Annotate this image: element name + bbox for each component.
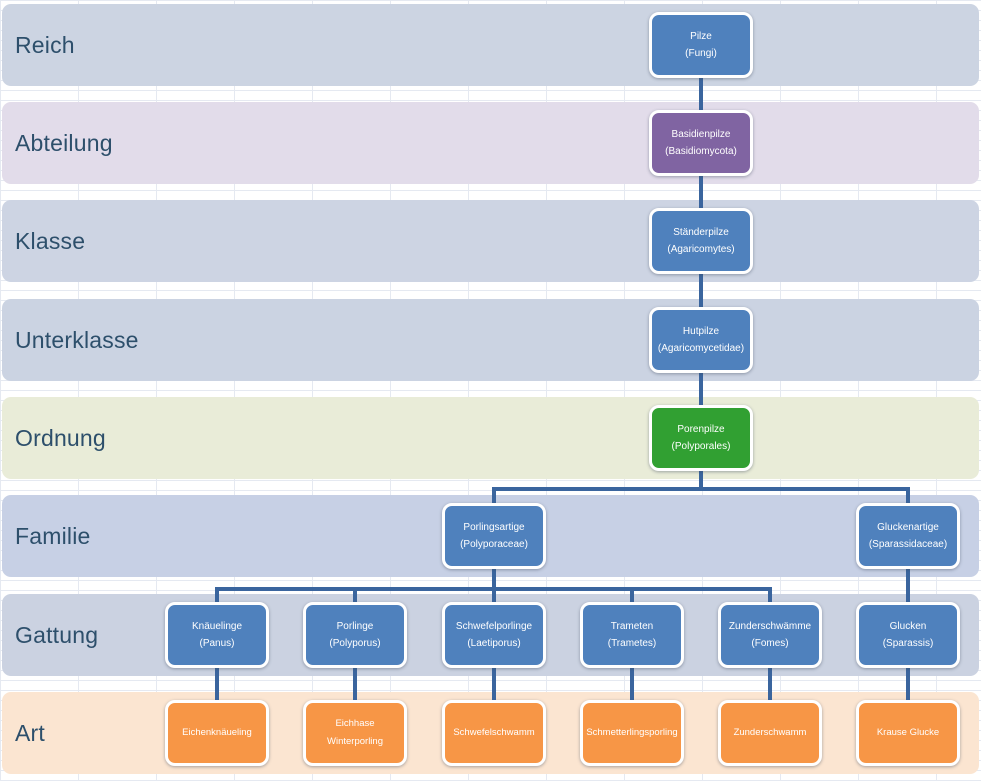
connector-to-zunderschwamm [768, 640, 772, 710]
node-knaeuelinge-label: Knäuelinge [191, 621, 243, 632]
band-label-klasse: Klasse [15, 227, 86, 254]
node-basidienpilze: Basidienpilze (Basidiomycota) [649, 110, 753, 176]
node-porlingsartige-sublabel: (Polyporaceae) [460, 539, 528, 550]
node-glucken: Glucken (Sparassis) [856, 602, 960, 668]
node-staenderpilze: Ständerpilze (Agaricomytes) [649, 208, 753, 274]
node-schwefelschwamm-label: Schwefelschwamm [453, 726, 535, 738]
connector-to-eichenknaeueling [215, 640, 219, 710]
node-porenpilze-sublabel: (Polyporales) [671, 441, 731, 452]
node-staenderpilze-sublabel: (Agaricomytes) [667, 244, 735, 255]
connector-gluckenartige-glucken [906, 540, 910, 614]
node-gluckenartige-label: Gluckenartige [877, 522, 939, 533]
node-schwefelporlinge: Schwefelporlinge (Laetiporus) [442, 602, 546, 668]
node-zunderschwaemme-sublabel: (Fomes) [751, 638, 789, 649]
band-label-ordnung: Ordnung [15, 424, 106, 451]
node-eichhase-label: Eichhase [335, 717, 375, 729]
node-trameten: Trameten (Trametes) [580, 602, 684, 668]
connector-to-krause-glucke [906, 640, 910, 710]
node-gluckenartige: Gluckenartige (Sparassidaceae) [856, 503, 960, 569]
node-porlingsartige: Porlingsartige (Polyporaceae) [442, 503, 546, 569]
connector-to-schwefelschwamm [492, 640, 496, 710]
connector-to-eichhase [353, 640, 357, 710]
node-hutpilze-sublabel: (Agaricomycetidae) [657, 343, 745, 354]
connector-to-porlingsartige [492, 487, 496, 515]
node-porlinge: Porlinge (Polyporus) [303, 602, 407, 668]
node-porenpilze-label: Porenpilze [677, 424, 725, 435]
connector-to-gluckenartige [906, 487, 910, 515]
node-krause-glucke: Krause Glucke [856, 700, 960, 766]
connector-to-trameten [630, 587, 634, 614]
node-krause-glucke-label: Krause Glucke [876, 726, 940, 738]
node-porenpilze: Porenpilze (Polyporales) [649, 405, 753, 471]
band-label-unterklasse: Unterklasse [15, 326, 139, 353]
band-unterklasse: Unterklasse [2, 299, 979, 381]
node-zunderschwamm-label: Zunderschwamm [733, 726, 807, 738]
node-staenderpilze-label: Ständerpilze [673, 227, 729, 238]
node-basidienpilze-label: Basidienpilze [671, 129, 731, 140]
band-label-art: Art [15, 719, 45, 746]
node-porlinge-label: Porlinge [336, 621, 374, 632]
node-pilze: Pilze (Fungi) [649, 12, 753, 78]
band-reich: Reich [2, 4, 979, 86]
band-label-familie: Familie [15, 522, 91, 549]
connector-to-knaeuelinge [215, 587, 219, 614]
connector-to-zunderschwaemme [768, 587, 772, 614]
node-eichenknaeueling-label: Eichenknäueling [182, 726, 252, 738]
connector-bus-familie [492, 487, 910, 491]
connector-to-schwefelporlinge [492, 587, 496, 614]
node-pilze-sublabel: (Fungi) [685, 48, 717, 59]
node-basidienpilze-sublabel: (Basidiomycota) [665, 146, 737, 157]
node-hutpilze: Hutpilze (Agaricomycetidae) [649, 307, 753, 373]
node-eichhase-sublabel: Winterporling [327, 736, 383, 747]
node-knaeuelinge-sublabel: (Panus) [199, 638, 235, 649]
band-label-gattung: Gattung [15, 621, 99, 648]
node-schwefelporlinge-label: Schwefelporlinge [455, 621, 533, 632]
node-zunderschwaemme: Zunderschwämme (Fomes) [718, 602, 822, 668]
node-porlinge-sublabel: (Polyporus) [329, 638, 381, 649]
band-abteilung: Abteilung [2, 102, 979, 184]
connector-to-schmetterlingsporling [630, 640, 634, 710]
node-pilze-label: Pilze [690, 31, 712, 42]
node-eichhase-winterporling: Eichhase Winterporling [303, 700, 407, 766]
band-label-abteilung: Abteilung [15, 129, 113, 156]
connector-to-porlinge [353, 587, 357, 614]
node-trameten-label: Trameten [610, 621, 654, 632]
node-trameten-sublabel: (Trametes) [607, 638, 657, 649]
node-gluckenartige-sublabel: (Sparassidaceae) [868, 539, 948, 550]
node-schwefelporlinge-sublabel: (Laetiporus) [467, 638, 521, 649]
node-knaeuelinge: Knäuelinge (Panus) [165, 602, 269, 668]
node-glucken-sublabel: (Sparassis) [882, 638, 934, 649]
node-eichenknaeueling: Eichenknäueling [165, 700, 269, 766]
band-label-reich: Reich [15, 31, 75, 58]
band-klasse: Klasse [2, 200, 979, 282]
node-porlingsartige-label: Porlingsartige [463, 522, 525, 533]
node-zunderschwaemme-label: Zunderschwämme [728, 621, 812, 632]
node-glucken-label: Glucken [889, 621, 927, 632]
node-zunderschwamm: Zunderschwamm [718, 700, 822, 766]
band-ordnung: Ordnung [2, 397, 979, 479]
node-schwefelschwamm: Schwefelschwamm [442, 700, 546, 766]
node-schmetterlingsporling: Schmetterlingsporling [580, 700, 684, 766]
node-hutpilze-label: Hutpilze [682, 326, 720, 337]
node-schmetterlingsporling-label: Schmetterlingsporling [586, 726, 678, 738]
